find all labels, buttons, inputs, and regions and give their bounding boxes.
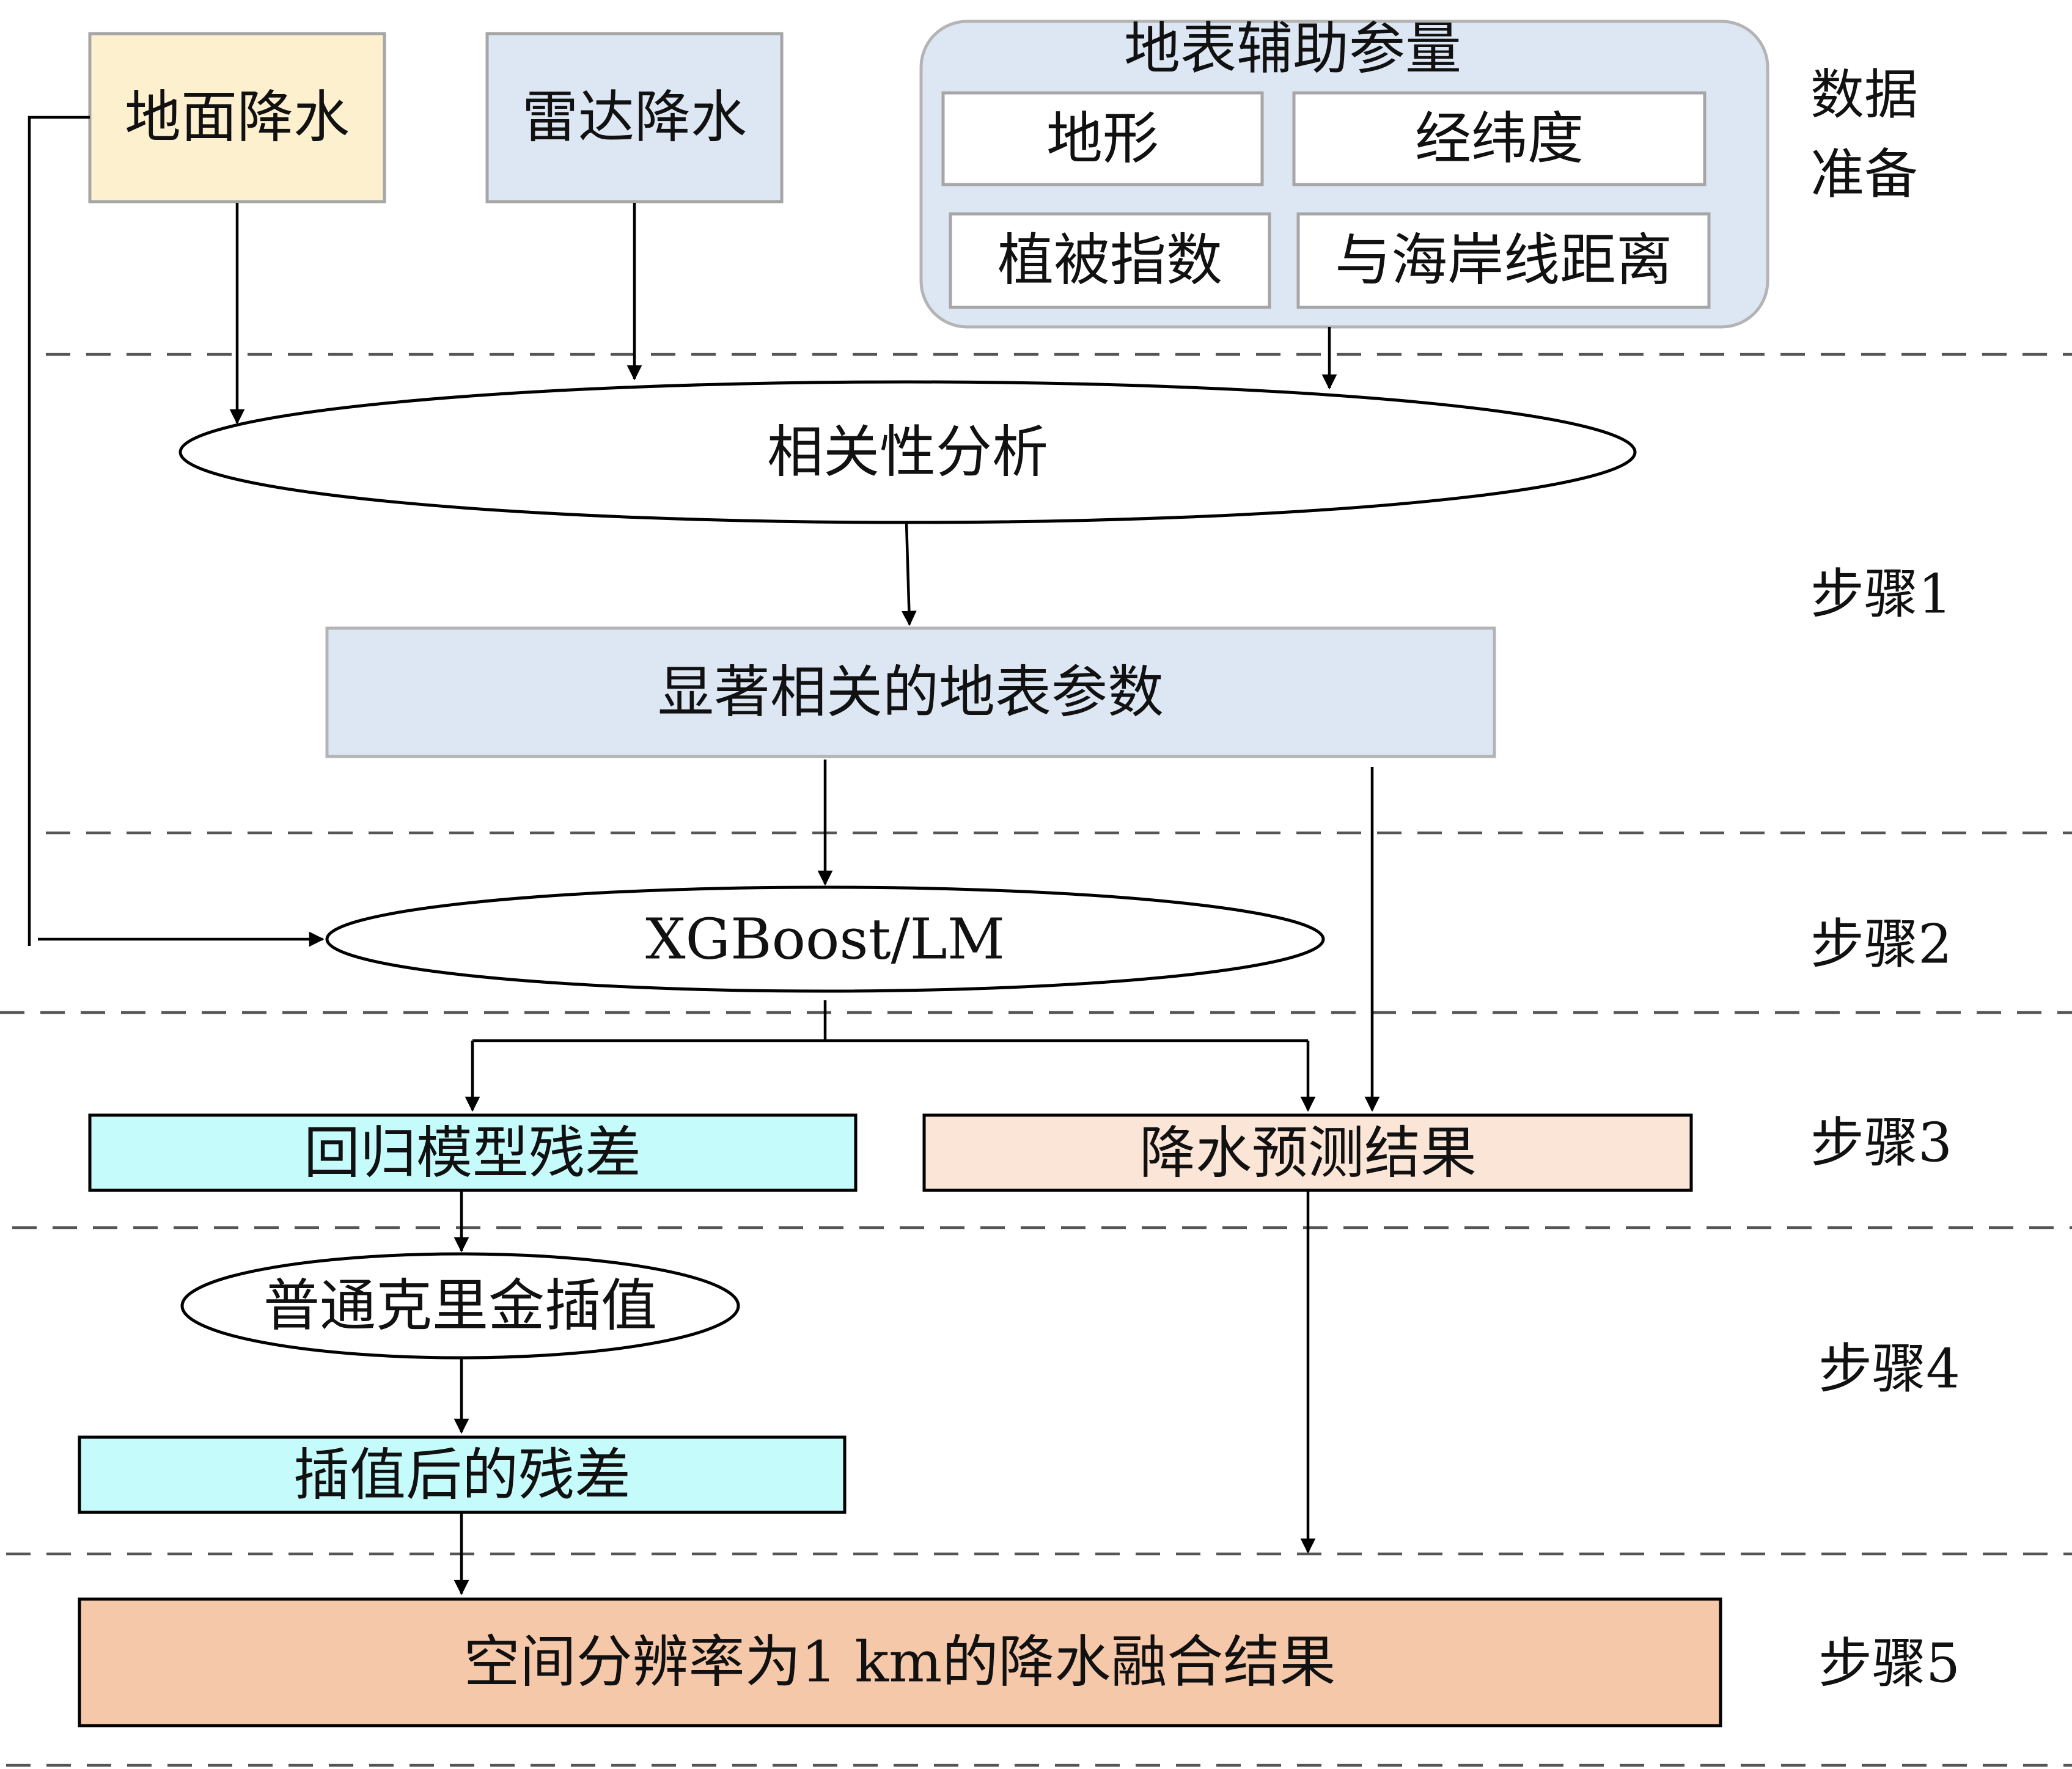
stage-separators — [0, 353, 2072, 1767]
significant-params-node: 显著相关的地表参数 — [325, 626, 1496, 758]
aux-item-latlon-box — [1292, 91, 1706, 186]
residual-box — [88, 1113, 858, 1192]
radar-precip-node: 雷达降水 — [485, 32, 784, 203]
aux-item-ndvi-box — [949, 212, 1271, 309]
stage-prep-line2: 准备 — [1810, 143, 1918, 206]
kriging-label: 普通克里金插值 — [263, 1273, 657, 1339]
stage-step3: 步骤3 — [1810, 1112, 1952, 1174]
interp-residual-label: 插值后的残差 — [293, 1443, 631, 1508]
aux-params-group: 地表辅助参量 地形 经纬度 植被指数 与海岸线距离 — [919, 16, 1769, 329]
aux-item-terrain-box — [941, 91, 1264, 186]
significant-params-label: 显著相关的地表参数 — [658, 660, 1164, 725]
prediction-label: 降水预测结果 — [1139, 1121, 1477, 1186]
stage-prep-line1: 数据 — [1810, 64, 1918, 126]
residual-label: 回归模型残差 — [304, 1121, 641, 1186]
model-node: XGBoost/LM — [325, 885, 1325, 993]
stage-step1: 步骤1 — [1810, 563, 1952, 626]
correlation-node: 相关性分析 — [178, 380, 1637, 524]
ground-precip-node: 地面降水 — [88, 32, 386, 203]
stage-step4: 步骤4 — [1818, 1338, 1960, 1401]
interp-residual-box — [78, 1435, 847, 1514]
ground-precip-label: 地面降水 — [125, 85, 350, 150]
fusion-node: 空间分辨率为1 km的降水融合结果 — [78, 1597, 1722, 1727]
radar-precip-label: 雷达降水 — [522, 85, 747, 150]
correlation-label: 相关性分析 — [767, 420, 1048, 485]
prediction-node: 降水预测结果 — [922, 1113, 1693, 1192]
kriging-node: 普通克里金插值 — [180, 1252, 740, 1360]
aux-item-ndvi: 植被指数 — [997, 228, 1222, 293]
aux-item-coast: 与海岸线距离 — [1335, 228, 1672, 293]
line-ground-bypass — [28, 115, 90, 946]
arrow-correlation-to-significant — [901, 522, 917, 626]
fusion-box — [78, 1597, 1722, 1727]
residual-node: 回归模型残差 — [88, 1113, 858, 1192]
aux-item-latlon: 经纬度 — [1415, 106, 1584, 172]
stage-step5: 步骤5 — [1818, 1632, 1960, 1695]
fusion-label: 空间分辨率为1 km的降水融合结果 — [464, 1630, 1336, 1695]
aux-item-terrain: 地形 — [1046, 106, 1159, 172]
stage-labels: 数据 准备 步骤1 步骤2 步骤3 步骤4 步骤5 — [1810, 64, 1960, 1695]
interp-residual-node: 插值后的残差 — [78, 1435, 847, 1514]
aux-item-coast-box — [1296, 212, 1711, 309]
stage-step2: 步骤2 — [1810, 913, 1952, 976]
significant-params-box — [325, 626, 1496, 758]
radar-precip-box — [485, 32, 784, 203]
ground-precip-box — [88, 32, 386, 203]
model-label: XGBoost/LM — [645, 907, 1005, 972]
connectors — [28, 115, 1380, 1595]
aux-params-title: 地表辅助参量 — [1124, 16, 1461, 82]
model-ellipse — [325, 885, 1325, 993]
prediction-box — [922, 1113, 1693, 1192]
